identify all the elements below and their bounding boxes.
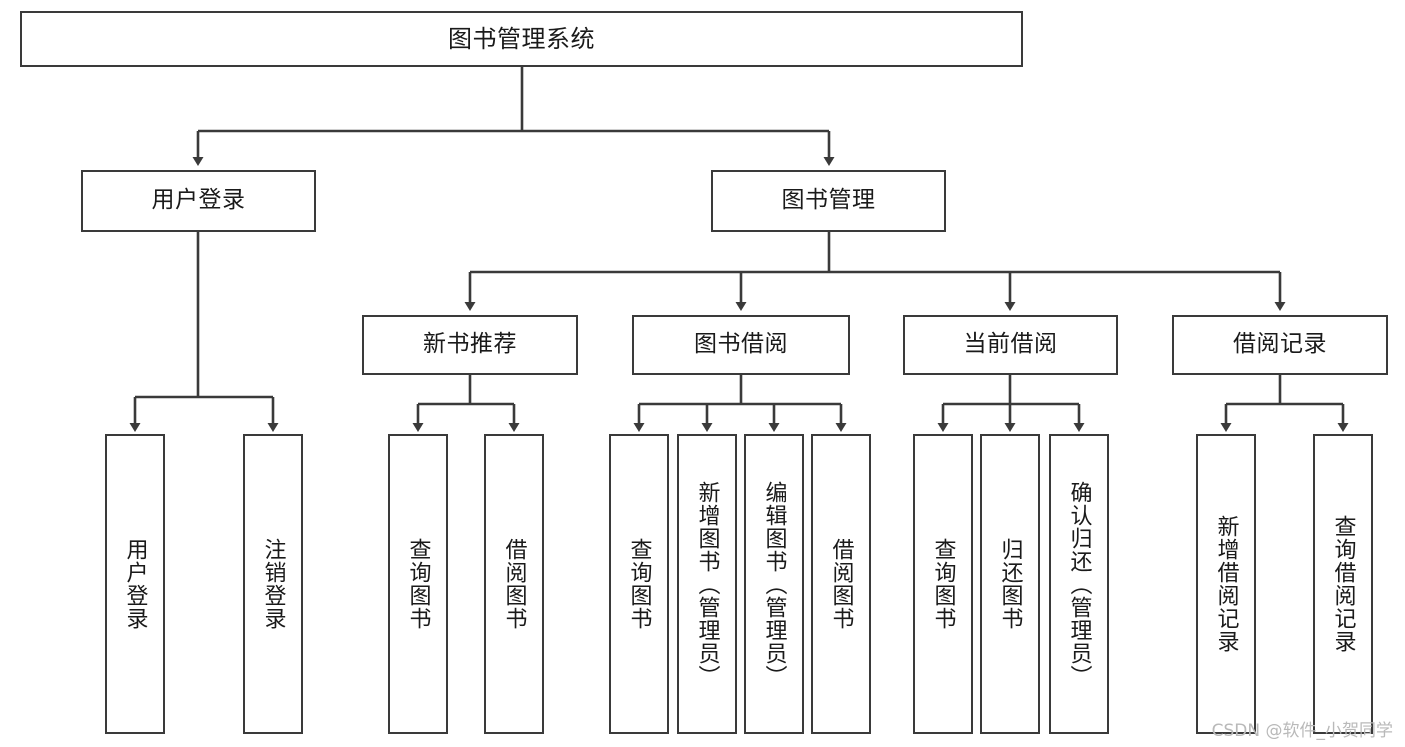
leaf-current-return-book[interactable]: 归还图书 [980,434,1040,734]
node-label: 借阅图书 [828,538,854,630]
node-book-management[interactable]: 图书管理 [711,170,946,232]
node-label: 图书借阅 [694,331,788,358]
node-user-login[interactable]: 用户登录 [81,170,316,232]
node-label: 新书推荐 [423,331,517,358]
leaf-borrow-add-book-admin[interactable]: 新增图书（管理员） [677,434,737,734]
csdn-watermark: CSDN @软件_小贺同学 [1211,721,1393,741]
node-label: 查询图书 [930,538,956,630]
leaf-recommend-borrow-book[interactable]: 借阅图书 [484,434,544,734]
node-label: 归还图书 [997,538,1023,630]
node-current-borrow[interactable]: 当前借阅 [903,315,1118,375]
node-label: 查询图书 [626,538,652,630]
leaf-user-login-logout[interactable]: 注销登录 [243,434,303,734]
node-label: 用户登录 [122,538,148,630]
leaf-current-query-book[interactable]: 查询图书 [913,434,973,734]
node-root-system[interactable]: 图书管理系统 [20,11,1023,67]
leaf-borrow-borrow-book[interactable]: 借阅图书 [811,434,871,734]
node-label: 查询借阅记录 [1330,515,1356,653]
node-new-book-recommend[interactable]: 新书推荐 [362,315,578,375]
node-label: 新增图书（管理员） [694,480,720,688]
node-label: 借阅记录 [1233,331,1327,358]
leaf-record-query-record[interactable]: 查询借阅记录 [1313,434,1373,734]
node-label: 当前借阅 [963,331,1058,358]
leaf-recommend-query-book[interactable]: 查询图书 [388,434,448,734]
node-label: 编辑图书（管理员） [761,480,787,688]
node-label: 用户登录 [151,187,246,214]
node-label: 确认归还（管理员） [1066,480,1092,688]
node-label: 图书管理 [781,187,876,214]
node-borrow-record[interactable]: 借阅记录 [1172,315,1388,375]
node-label: 借阅图书 [501,538,527,630]
node-book-borrow[interactable]: 图书借阅 [632,315,850,375]
node-label: 注销登录 [260,538,286,630]
leaf-record-add-record[interactable]: 新增借阅记录 [1196,434,1256,734]
node-label: 新增借阅记录 [1213,515,1239,653]
leaf-user-login-login[interactable]: 用户登录 [105,434,165,734]
leaf-borrow-edit-book-admin[interactable]: 编辑图书（管理员） [744,434,804,734]
leaf-borrow-query-book[interactable]: 查询图书 [609,434,669,734]
node-label: 图书管理系统 [448,24,595,53]
node-label: 查询图书 [405,538,431,630]
leaf-current-confirm-return-admin[interactable]: 确认归还（管理员） [1049,434,1109,734]
